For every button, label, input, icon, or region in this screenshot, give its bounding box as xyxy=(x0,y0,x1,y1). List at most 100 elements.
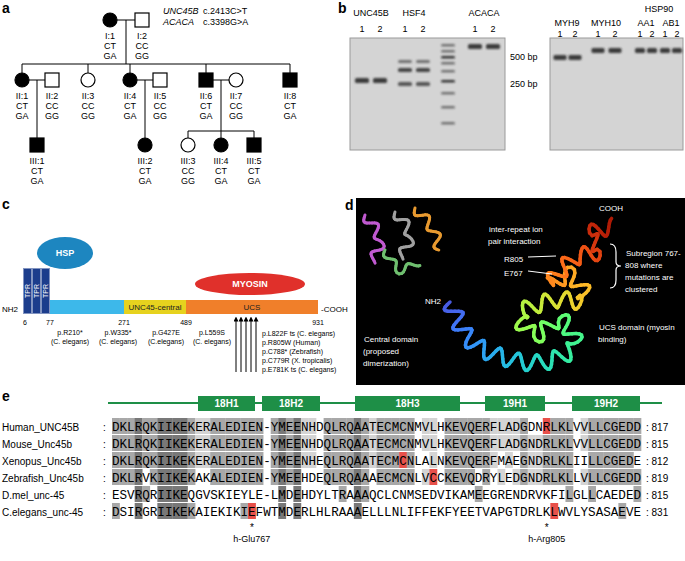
domain-box: 18H3 xyxy=(355,396,460,411)
male-symbol xyxy=(153,73,167,87)
pedigree-label-holder: CC xyxy=(136,39,149,51)
pedigree-label: GG xyxy=(153,111,167,121)
pedigree-label-holder: III:2 xyxy=(137,154,152,166)
domain-annotation-holder: p.R805W (Human) xyxy=(262,336,320,347)
gel-band xyxy=(441,44,455,47)
pedigree-label: II:8 xyxy=(284,91,297,101)
structure-annotation: Central domain (proposed dimerization) xyxy=(363,335,418,368)
pedigree-label-holder: GA xyxy=(15,109,28,121)
descent-line xyxy=(221,80,222,131)
gel-label: 2 xyxy=(377,24,382,34)
domain-annotation: (C. elegans) xyxy=(99,338,137,345)
aligned-sequence: DSIRGRIIKEKAIEKIKIEFWTMDERLHLRAAAELLLNLI… xyxy=(112,506,641,520)
pedigree-label: GA xyxy=(199,111,212,121)
gel-label-holder: 1 xyxy=(402,22,407,34)
pedigree-label-holder: GG xyxy=(181,174,195,186)
gel-label: AA1 xyxy=(637,18,654,28)
aligned-sequence-holder: DKLRQKIIKEKERALEDIEN-YMEENHDQLRQAATECMCN… xyxy=(112,418,641,436)
structure-annotation: Subregion 767-808 where mutations are cl… xyxy=(625,249,681,294)
gel-band xyxy=(355,78,369,83)
aligned-sequence-holder: ESVRQRIIKEQGVSKIEYLE-LMDEHDYLTRAAAQCLCNM… xyxy=(112,486,641,504)
ellipse-shape xyxy=(37,237,93,269)
node-text: UNC45-central xyxy=(129,303,182,312)
sequence-name: Xenopus_Unc45b xyxy=(2,456,82,467)
pedigree-label-holder: GA xyxy=(103,49,116,61)
descent-line xyxy=(188,131,189,138)
structure-annotation-holder: NH2 xyxy=(424,294,442,306)
domain-annotation-holder: p.C788* (Zebrafish) xyxy=(262,345,323,356)
gel-label-holder: 2 xyxy=(490,22,495,34)
sequence-name-holder: : xyxy=(103,420,106,434)
sequence-name-holder: Xenopus_Unc45b xyxy=(2,454,82,468)
pedigree-label: CT xyxy=(124,101,136,111)
pedigree-label: II:7 xyxy=(230,91,243,101)
gel-band xyxy=(441,122,455,125)
node-text: TPR xyxy=(33,284,41,298)
pedigree-label: c.2413C>T xyxy=(203,6,247,16)
helix-axis xyxy=(395,212,410,258)
gel-label-holder: 2 xyxy=(377,22,382,34)
node-text: HSP xyxy=(56,248,75,258)
structure-annotation-holder: inter-repeat ion pair interaction xyxy=(488,222,550,246)
male-symbol xyxy=(30,138,44,152)
sequence-name-holder: : 812 xyxy=(646,454,668,468)
helix-ribbon xyxy=(364,215,384,263)
gel-label-holder: 1 xyxy=(472,22,477,34)
pedigree-label: III:3 xyxy=(180,156,195,166)
gel-label: 1 xyxy=(472,24,477,34)
descent-line xyxy=(37,80,38,138)
structure-annotation-holder: E767 xyxy=(503,266,524,278)
female-symbol xyxy=(214,138,228,152)
mutation-arrow xyxy=(251,319,252,372)
gel-band xyxy=(441,106,455,109)
pedigree-label-holder: c.3398G>A xyxy=(203,15,248,27)
panel-letter-holder: b xyxy=(338,0,347,16)
aligned-sequence: DKLRQKIIKEKERALEDIEN-YMEENHEQLRQAATECMCN… xyxy=(112,455,641,469)
pedigree-label: GA xyxy=(138,176,151,186)
pedigree-label-holder: CT xyxy=(139,164,151,176)
structure-annotation: E767 xyxy=(503,269,524,278)
gel-label: MYH10 xyxy=(591,18,621,28)
pedigree-label: III:1 xyxy=(29,156,44,166)
domain-annotation: p.L822F ts (C. elegans) xyxy=(262,330,335,337)
sequence-name: : 831 xyxy=(646,507,668,518)
gel-band xyxy=(398,68,412,72)
domain-annotation: (C. elegans) xyxy=(51,338,89,345)
pedigree-label: II:5 xyxy=(154,91,167,101)
domain-annotation: 6 xyxy=(23,319,27,326)
domain-annotation: (C.elegans) xyxy=(148,338,184,345)
domain-annotation-holder: 489 xyxy=(180,316,192,327)
asterisk-marker: * xyxy=(545,522,549,533)
domain-annotation-holder: 931 xyxy=(312,316,324,327)
domain-annotation-holder: (C.elegans) xyxy=(148,335,184,346)
pedigree-label-holder: II:2 xyxy=(46,89,59,101)
sequence-name: : xyxy=(103,456,106,467)
sequence-name: Human_UNC45B xyxy=(2,422,79,433)
gel-band xyxy=(647,48,657,53)
domain-annotation: p.W335* xyxy=(105,329,132,336)
descent-line xyxy=(22,64,23,73)
domain-box: UNC45-central xyxy=(124,300,186,314)
sequence-name-holder: : xyxy=(103,505,106,519)
pedigree-label: GG xyxy=(81,111,95,121)
panel-letter: e xyxy=(2,388,10,404)
female-symbol xyxy=(123,73,137,87)
structure-annotation-holder: R805 xyxy=(503,252,524,264)
ribbon-segment xyxy=(401,257,405,259)
structure-annotation-holder: Central domain (proposed dimerization) xyxy=(363,332,441,368)
pedigree-label: GA xyxy=(15,111,28,121)
ribbon-segment xyxy=(436,248,438,252)
pedigree-label-holder: CT xyxy=(200,99,212,111)
aligned-sequence-holder: DKLRQKIIKEKERALEDIEN-YMEENHEQLRQAATECMCN… xyxy=(112,452,641,470)
domain-annotation-holder: p.W335* xyxy=(105,326,132,337)
sequence-name: : xyxy=(103,439,106,450)
domain-annotation-holder: (C. elegans) xyxy=(51,335,89,346)
pedigree-label: c.3398G>A xyxy=(203,17,248,27)
domain-box: 18H2 xyxy=(262,396,320,411)
gel-label: ACACA xyxy=(468,8,499,18)
gel-label: 1 xyxy=(595,29,600,39)
domain-annotation-holder: 77 xyxy=(46,316,54,327)
gel-label-holder: 2 xyxy=(649,27,654,39)
domain-annotation: p.R210* xyxy=(57,329,82,336)
pedigree-label: GG xyxy=(229,111,243,121)
